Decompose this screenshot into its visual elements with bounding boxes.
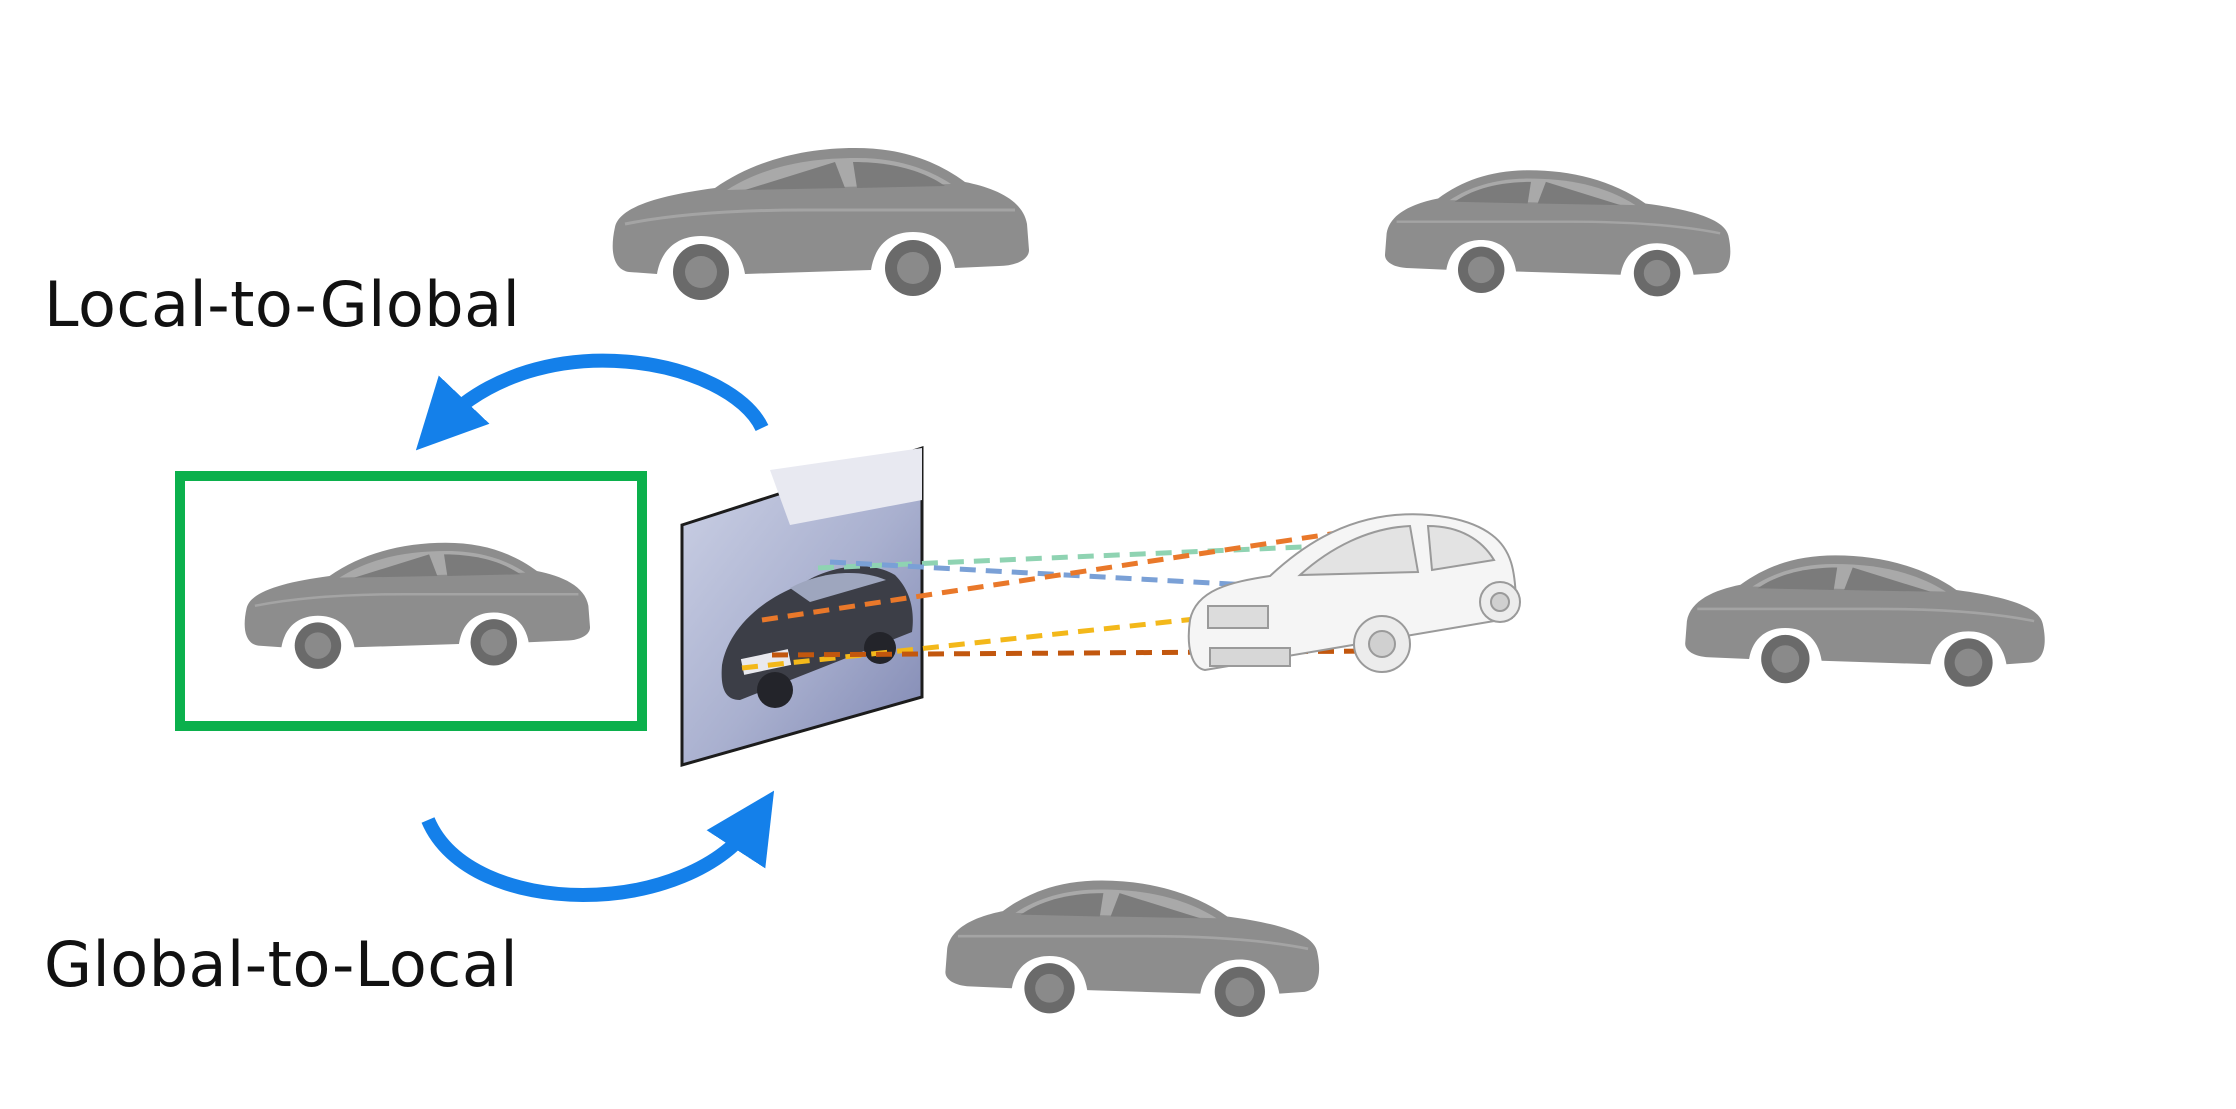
car-view-selected [243, 541, 592, 671]
arrow-global-to-local [421, 790, 775, 902]
global-to-local-label: Global-to-Local [44, 928, 519, 1001]
car-view-top-right [1383, 168, 1732, 298]
correspondence-line-mint [817, 542, 1349, 571]
car-view-top-left [611, 146, 1031, 302]
arrow-local-to-global [415, 353, 769, 451]
selection-box [175, 471, 647, 731]
correspondence-line-yellow [741, 612, 1233, 671]
car-view-bottom [943, 879, 1321, 1019]
correspondence-line-blue [829, 559, 1249, 588]
query-photo [680, 445, 924, 767]
local-to-global-label: Local-to-Global [44, 268, 521, 341]
car-view-right [1683, 553, 2047, 689]
cad-model-wireframe [1187, 513, 1521, 673]
